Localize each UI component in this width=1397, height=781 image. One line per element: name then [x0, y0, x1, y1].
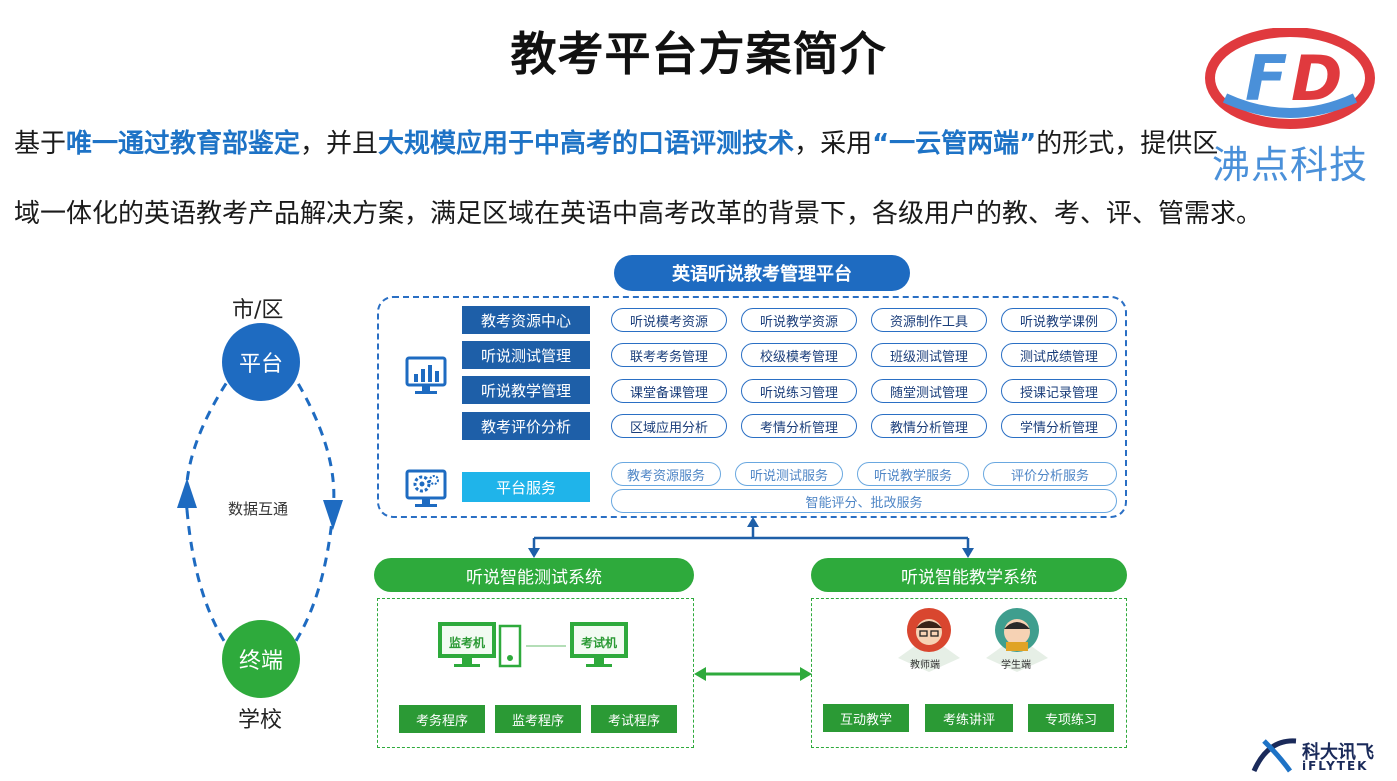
arrow-down-icon	[528, 548, 540, 558]
terminal-circle: 终端	[222, 620, 300, 698]
module-pill[interactable]: 校级模考管理	[741, 343, 857, 367]
school-label: 学校	[238, 708, 283, 733]
arrow-down-icon	[323, 500, 343, 530]
module-pill[interactable]: 随堂测试管理	[871, 379, 987, 403]
module-pill[interactable]: 听说模考资源	[611, 308, 727, 332]
intro-line-2: 域一体化的英语教考产品解决方案，满足区域在英语中高考改革的背景下，各级用户的教、…	[14, 199, 1263, 229]
module-pill[interactable]: 学情分析管理	[1001, 414, 1117, 438]
teacher-avatar-icon	[898, 608, 960, 672]
intro-highlight: 唯一通过教育部鉴定	[66, 129, 301, 159]
exam-pc-label: 考试机	[581, 636, 618, 650]
gear-monitor-icon	[405, 469, 447, 507]
service-pill[interactable]: 听说测试服务	[735, 462, 843, 486]
student-end-label: 学生端	[1001, 660, 1031, 671]
cycle-arrows	[177, 369, 343, 651]
arrow-up-icon	[747, 517, 759, 527]
platform-circle: 平台	[222, 323, 300, 401]
fd-logo-icon: F D	[1205, 28, 1375, 129]
service-pill[interactable]: 听说教学服务	[857, 462, 969, 486]
category-test-management[interactable]: 听说测试管理	[462, 341, 590, 369]
city-district-label: 市/区	[232, 298, 284, 323]
platform-connector	[528, 517, 974, 558]
module-pill[interactable]: 考情分析管理	[741, 414, 857, 438]
teach-system-title: 听说智能教学系统	[811, 558, 1127, 592]
service-pill[interactable]: 评价分析服务	[983, 462, 1117, 486]
arrow-up-icon	[177, 478, 197, 508]
intro-text: 基于	[14, 129, 67, 159]
module-pill[interactable]: 区域应用分析	[611, 414, 727, 438]
module-pill[interactable]: 听说教学课例	[1001, 308, 1117, 332]
module-pill[interactable]: 联考考务管理	[611, 343, 727, 367]
iflytek-en-name: iFLYTEK	[1302, 759, 1369, 773]
platform-box	[377, 296, 1127, 518]
platform-title: 英语听说教考管理平台	[614, 255, 910, 291]
platform-service-label[interactable]: 平台服务	[462, 472, 590, 502]
special-practice-button[interactable]: 专项练习	[1028, 704, 1114, 732]
service-wide-pill[interactable]: 智能评分、批改服务	[611, 489, 1117, 513]
module-pill[interactable]: 课堂备课管理	[611, 379, 727, 403]
category-resource-center[interactable]: 教考资源中心	[462, 306, 590, 334]
chart-monitor-icon	[405, 356, 447, 394]
exam-program-button[interactable]: 考试程序	[591, 705, 677, 733]
category-evaluation-analysis[interactable]: 教考评价分析	[462, 412, 590, 440]
practice-review-button[interactable]: 考练讲评	[925, 704, 1013, 732]
arrow-down-icon	[962, 548, 974, 558]
category-teaching-management[interactable]: 听说教学管理	[462, 376, 590, 404]
monitor-pc-label: 监考机	[449, 636, 486, 650]
intro-text: ，并且	[300, 129, 379, 159]
invigilation-button[interactable]: 监考程序	[495, 705, 581, 733]
intro-text: ，采用	[794, 129, 873, 159]
module-pill[interactable]: 资源制作工具	[871, 308, 987, 332]
computers-illustration	[438, 622, 628, 668]
page-title: 教考平台方案简介	[510, 27, 887, 81]
module-pill[interactable]: 授课记录管理	[1001, 379, 1117, 403]
module-pill[interactable]: 听说教学资源	[741, 308, 857, 332]
module-pill[interactable]: 教情分析管理	[871, 414, 987, 438]
iflytek-logo-icon	[1251, 738, 1297, 773]
data-exchange-label: 数据互通	[228, 500, 289, 518]
module-pill[interactable]: 测试成绩管理	[1001, 343, 1117, 367]
intro-highlight: “一云管两端”	[872, 129, 1037, 159]
interactive-teaching-button[interactable]: 互动教学	[823, 704, 909, 732]
intro-text: 的形式，提供区	[1036, 129, 1219, 159]
svg-text:F: F	[1245, 42, 1287, 115]
iflytek-cn-name: 科大讯飞	[1302, 742, 1374, 763]
module-pill[interactable]: 班级测试管理	[871, 343, 987, 367]
teacher-end-label: 教师端	[910, 660, 940, 671]
intro-line-1: 基于唯一通过教育部鉴定，并且大规模应用于中高考的口语评测技术，采用“一云管两端”…	[14, 123, 1384, 160]
intro-highlight: 大规模应用于中高考的口语评测技术	[378, 129, 795, 159]
brand-name: 沸点科技	[1212, 143, 1369, 187]
module-pill[interactable]: 听说练习管理	[741, 379, 857, 403]
test-system-title: 听说智能测试系统	[374, 558, 694, 592]
test-system-box	[377, 598, 694, 748]
service-pill[interactable]: 教考资源服务	[611, 462, 721, 486]
svg-text:D: D	[1291, 42, 1342, 115]
double-arrow-icon	[694, 667, 812, 681]
exam-affairs-button[interactable]: 考务程序	[399, 705, 485, 733]
student-avatar-icon	[986, 608, 1048, 672]
teach-system-box	[811, 598, 1127, 748]
